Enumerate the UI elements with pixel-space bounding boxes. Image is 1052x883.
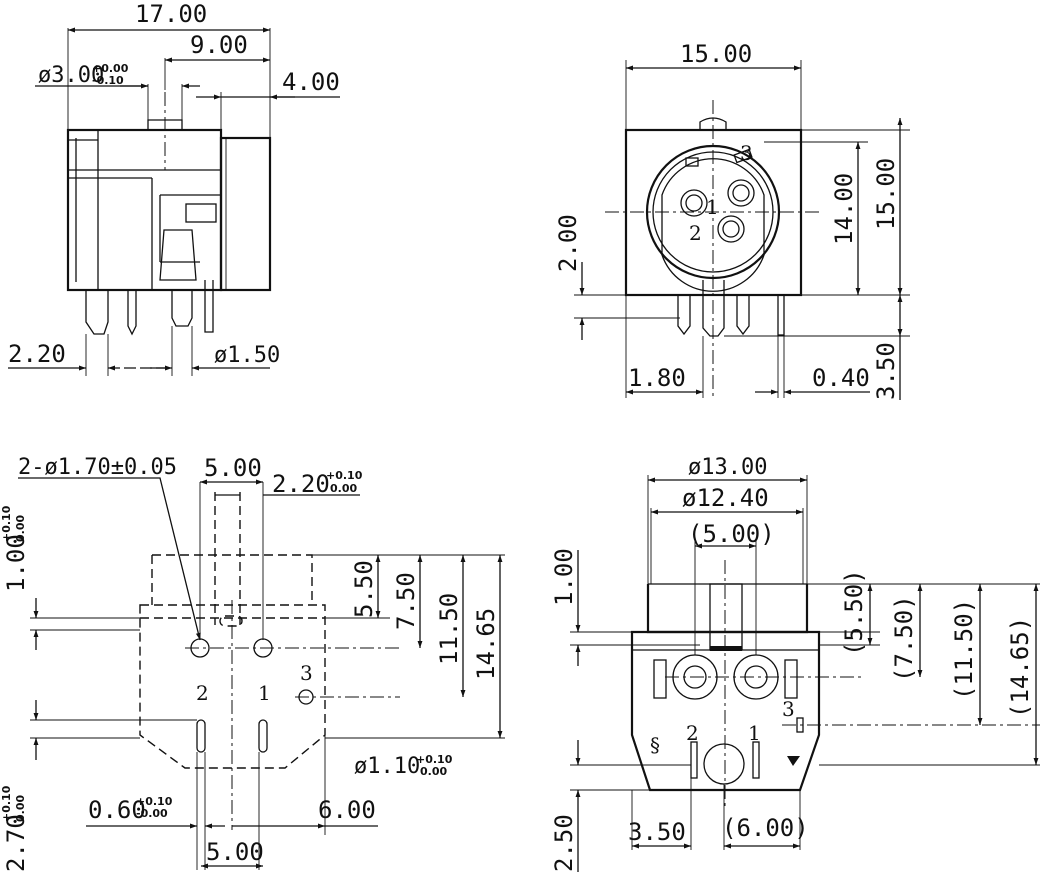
layout-small-hole-label: ø1.10: [354, 754, 420, 779]
layout-holes: [190, 638, 314, 753]
layout-top-offset-label: 2.20: [272, 470, 330, 498]
front-width-label: 15.00: [680, 40, 752, 68]
layout-top-offset-tol-lower: 0.00: [330, 482, 357, 495]
bottom-outer-dia-label: ø13.00: [688, 455, 767, 480]
side-width-17-label: 17.00: [135, 0, 207, 28]
front-pin-label-2: 2: [689, 221, 702, 245]
side-view: 17.00 9.00 ø3.00 +0.00 -0.10 4.00 2.20 ø…: [8, 0, 340, 376]
layout-upper-gap-tol-upper: +0.10: [0, 505, 13, 542]
layout-small-hole-tol-upper: +0.10: [416, 753, 453, 766]
layout-top-pitch-label: 5.00: [204, 454, 262, 482]
layout-upper-gap-tol-lower: 0.00: [14, 515, 27, 542]
layout-slot-width-label: 0.60: [88, 796, 146, 824]
front-inner-height-label: 14.00: [830, 173, 858, 245]
layout-h2-label: 7.50: [392, 572, 420, 630]
bottom-top-gap-label: 1.00: [550, 548, 578, 606]
bottom-h4-label: (14.65): [1006, 617, 1034, 718]
side-hole-offset-label: 9.00: [190, 31, 248, 59]
bottom-pin-label-2: 2: [686, 721, 699, 745]
layout-small-hole-tol-lower: 0.00: [420, 765, 447, 778]
bottom-h2-label: (7.50): [890, 595, 918, 682]
layout-bottom-pitch-label: 5.00: [206, 838, 264, 866]
bottom-view: § 2 1 3 ø13.00 ø12.40 (5.00): [550, 455, 1040, 872]
front-pin-label-3: 3: [740, 141, 753, 165]
layout-lower-gap-tol-lower: 0.00: [14, 795, 27, 822]
front-contacts: [680, 179, 755, 243]
layout-lower-gap-tol-upper: +0.10: [0, 785, 13, 822]
layout-h3-label: 11.50: [435, 593, 463, 665]
bottom-h3-label: (11.50): [950, 599, 978, 700]
layout-lower-gap-label: 2.70: [2, 814, 30, 872]
layout-slot-tol-upper: +0.10: [136, 795, 173, 808]
front-pin-label-1: 1: [706, 195, 719, 219]
front-pin-right-label: 0.40: [812, 364, 870, 392]
layout-right-offset-label: 6.00: [318, 796, 376, 824]
front-view: 1 2 3 15.00 14.00 15.00 3.: [554, 40, 910, 400]
layout-hole-spec-label: 2-ø1.70±0.05: [18, 455, 177, 480]
layout-pin-label-1: 1: [258, 681, 271, 705]
side-pin-pitch-label: 2.20: [8, 340, 66, 368]
bottom-h1-label: (5.50): [840, 569, 868, 656]
bottom-pitch-label: (6.00): [722, 814, 809, 842]
front-bottom-offset-label: 2.00: [554, 214, 582, 272]
layout-upper-gap-label: 1.00: [2, 534, 30, 592]
layout-pin-label-2: 2: [196, 681, 209, 705]
bottom-logo-mark: §: [650, 733, 660, 757]
layout-slot-tol-lower: -0.00: [136, 807, 168, 820]
bottom-pin-label-3: 3: [782, 697, 795, 721]
side-hole-dia-label: ø3.00: [38, 63, 104, 88]
side-pin-dia-label: ø1.50: [214, 343, 280, 368]
bottom-slot-offset-label: 3.50: [628, 818, 686, 846]
bottom-bottom-gap-label: 2.50: [550, 814, 578, 872]
layout-top-offset-tol-upper: +0.10: [326, 469, 363, 482]
layout-h4-label: 14.65: [472, 608, 500, 680]
side-hole-tol-upper: +0.00: [92, 62, 129, 75]
side-rear-depth-label: 4.00: [282, 68, 340, 96]
layout-pin-label-3: 3: [300, 661, 313, 685]
layout-h1-label: 5.50: [350, 560, 378, 618]
bottom-inner-dia-label: ø12.40: [682, 484, 769, 512]
side-hole-tol-lower: -0.10: [92, 74, 124, 87]
side-body: [66, 119, 272, 336]
front-pin-left-label: 1.80: [628, 364, 686, 392]
layout-view: 2 1 3 2-ø1.70±0.05 5.00 2.20 +0.10 0.00: [0, 454, 505, 872]
bottom-pin-label-1: 1: [748, 721, 761, 745]
bottom-center-width-label: (5.00): [688, 520, 775, 548]
front-outer-height-label: 15.00: [872, 158, 900, 230]
front-pin-length-label: 3.50: [872, 342, 900, 400]
